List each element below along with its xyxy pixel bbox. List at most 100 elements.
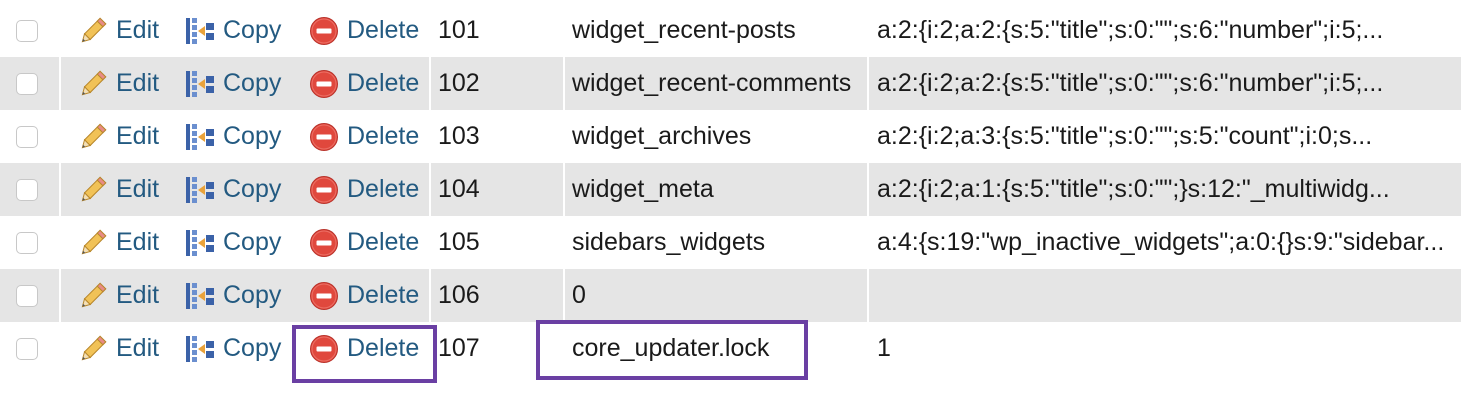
row-checkbox[interactable] [16,126,38,148]
delete-circle-icon [309,334,339,364]
delete-label: Delete [347,281,420,309]
copy-button[interactable]: Copy [183,110,281,163]
option-id-cell: 104 [438,175,480,203]
option-value-cell[interactable]: a:2:{i:2;a:2:{s:5:"title";s:0:"";s:6:"nu… [877,69,1384,97]
copy-button[interactable]: Copy [183,4,281,57]
copy-icon [183,16,217,46]
pencil-icon [76,332,110,366]
option-value-cell[interactable]: a:2:{i:2;a:2:{s:5:"title";s:0:"";s:6:"nu… [877,16,1384,44]
pencil-icon [76,14,110,48]
table-row: Edit Copy Delete 101 widget_recent-posts… [0,4,1461,57]
copy-label: Copy [223,334,282,362]
delete-circle-icon [309,175,339,205]
column-divider [429,0,431,376]
copy-icon [183,334,217,364]
delete-label: Delete [347,228,420,256]
copy-button[interactable]: Copy [183,216,281,269]
table-row: Edit Copy Delete 107 core_updater.lock 1 [0,322,1461,375]
delete-button[interactable]: Delete [309,216,419,269]
copy-label: Copy [223,16,282,44]
copy-icon [183,281,217,311]
copy-label: Copy [223,175,282,203]
option-value-cell[interactable]: a:4:{s:19:"wp_inactive_widgets";a:0:{}s:… [877,228,1445,256]
option-id-cell: 101 [438,16,480,44]
edit-label: Edit [116,334,160,362]
delete-circle-icon [309,69,339,99]
table-row: Edit Copy Delete 106 0 [0,269,1461,322]
copy-icon [183,69,217,99]
delete-button[interactable]: Delete [309,4,419,57]
option-name-cell[interactable]: core_updater.lock [572,334,770,362]
copy-button[interactable]: Copy [183,269,281,322]
edit-label: Edit [116,228,160,256]
copy-label: Copy [223,228,282,256]
delete-button[interactable]: Delete [309,269,419,322]
delete-button[interactable]: Delete [309,322,419,375]
delete-label: Delete [347,16,420,44]
column-divider [563,0,565,376]
delete-button[interactable]: Delete [309,163,419,216]
option-id-cell: 103 [438,122,480,150]
delete-button[interactable]: Delete [309,110,419,163]
delete-circle-icon [309,16,339,46]
row-checkbox[interactable] [16,338,38,360]
edit-button[interactable]: Edit [76,110,159,163]
copy-label: Copy [223,69,282,97]
edit-button[interactable]: Edit [76,163,159,216]
delete-circle-icon [309,281,339,311]
pencil-icon [76,120,110,154]
delete-label: Delete [347,69,420,97]
copy-button[interactable]: Copy [183,163,281,216]
edit-button[interactable]: Edit [76,322,159,375]
edit-label: Edit [116,69,160,97]
row-checkbox[interactable] [16,20,38,42]
option-id-cell: 107 [438,334,480,362]
delete-label: Delete [347,175,420,203]
row-checkbox[interactable] [16,179,38,201]
copy-icon [183,122,217,152]
copy-button[interactable]: Copy [183,57,281,110]
edit-label: Edit [116,16,160,44]
option-id-cell: 106 [438,281,480,309]
edit-label: Edit [116,281,160,309]
edit-button[interactable]: Edit [76,57,159,110]
row-checkbox[interactable] [16,232,38,254]
option-id-cell: 102 [438,69,480,97]
option-name-cell[interactable]: widget_meta [572,175,714,203]
edit-label: Edit [116,175,160,203]
pencil-icon [76,279,110,313]
copy-button[interactable]: Copy [183,322,281,375]
option-name-cell[interactable]: 0 [572,281,586,309]
edit-button[interactable]: Edit [76,269,159,322]
pencil-icon [76,226,110,260]
column-divider [867,0,869,376]
option-name-cell[interactable]: widget_recent-comments [572,69,852,97]
copy-label: Copy [223,281,282,309]
option-value-cell[interactable]: 1 [877,334,891,362]
edit-label: Edit [116,122,160,150]
delete-circle-icon [309,122,339,152]
column-divider [59,0,61,376]
table-row: Edit Copy Delete 105 sidebars_widgets a:… [0,216,1461,269]
delete-button[interactable]: Delete [309,57,419,110]
option-name-cell[interactable]: widget_archives [572,122,752,150]
row-checkbox[interactable] [16,285,38,307]
copy-label: Copy [223,122,282,150]
option-name-cell[interactable]: sidebars_widgets [572,228,766,256]
copy-icon [183,175,217,205]
option-value-cell[interactable]: a:2:{i:2;a:1:{s:5:"title";s:0:"";}s:12:"… [877,175,1390,203]
option-value-cell[interactable]: a:2:{i:2;a:3:{s:5:"title";s:0:"";s:5:"co… [877,122,1373,150]
row-checkbox[interactable] [16,73,38,95]
delete-circle-icon [309,228,339,258]
delete-label: Delete [347,122,420,150]
edit-button[interactable]: Edit [76,216,159,269]
pencil-icon [76,67,110,101]
table-row: Edit Copy Delete 103 widget_archives a:2… [0,110,1461,163]
pencil-icon [76,173,110,207]
edit-button[interactable]: Edit [76,4,159,57]
table-row: Edit Copy Delete 102 widget_recent-comme… [0,57,1461,110]
option-name-cell[interactable]: widget_recent-posts [572,16,796,44]
table-row: Edit Copy Delete 104 widget_meta a:2:{i:… [0,163,1461,216]
option-id-cell: 105 [438,228,480,256]
